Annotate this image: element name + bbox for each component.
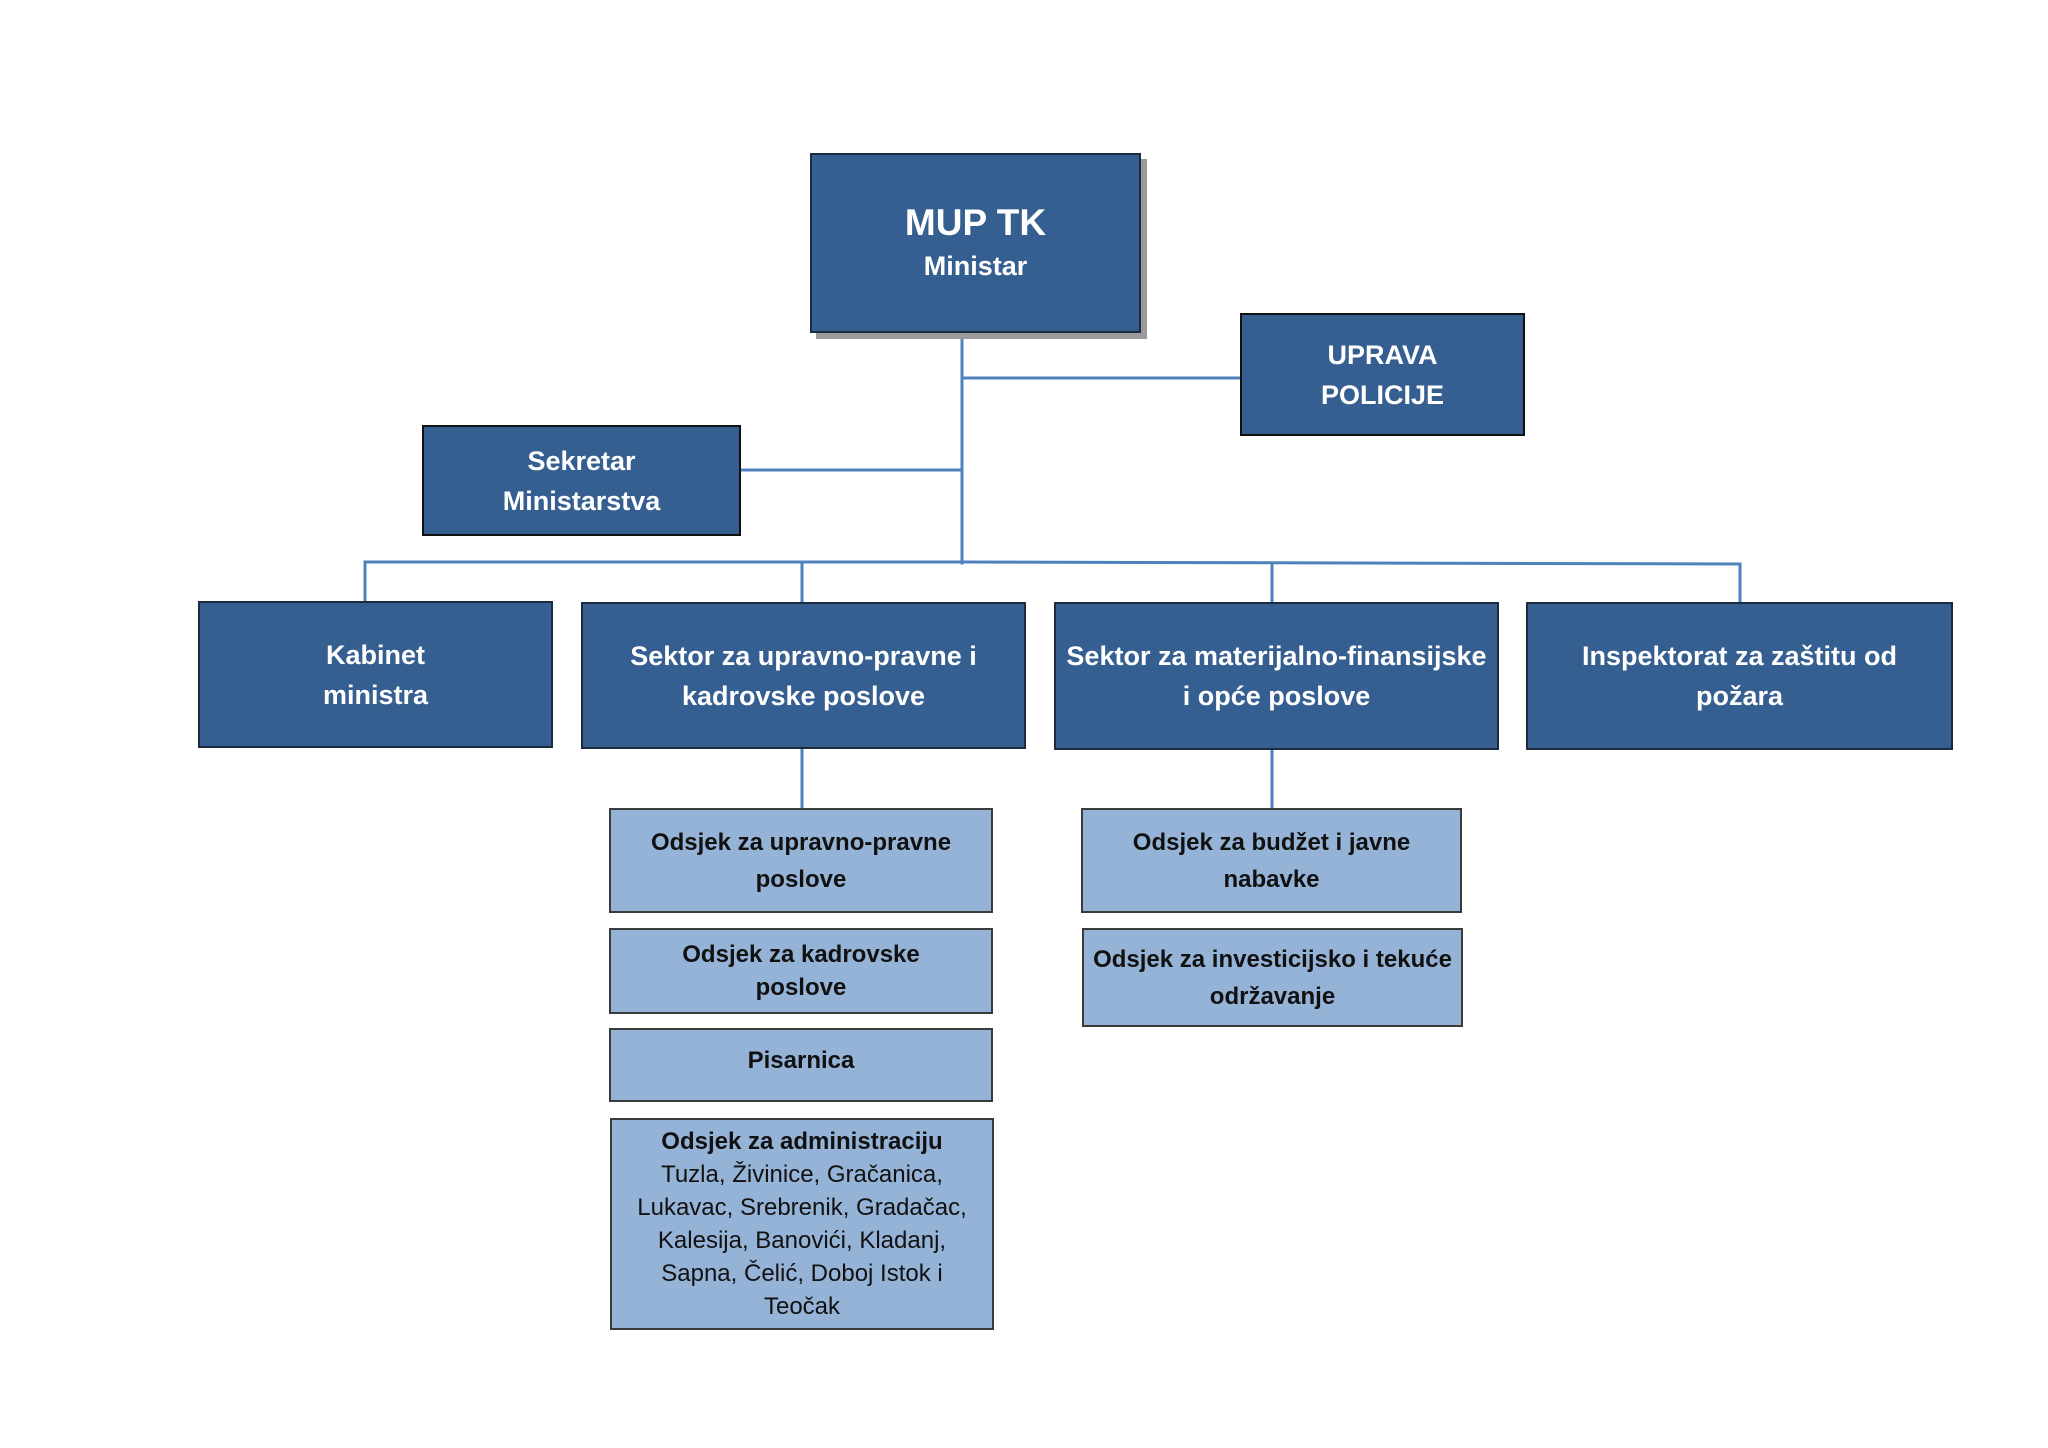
finance-sector-line-2: i opće poslove: [1182, 681, 1371, 711]
personnel-unit-box: Odsjek za kadrovske poslove: [609, 928, 993, 1014]
maintenance-line-2: održavanje: [1209, 982, 1336, 1010]
finance-sector-line-1: Sektor za materijalno-finansijske: [1066, 641, 1487, 671]
inspectorate-line-2: požara: [1695, 681, 1784, 711]
budget-procurement-unit-box: Odsjek za budžet i javne nabavke: [1081, 808, 1462, 913]
legal-affairs-line-1: Odsjek za upravno-pravne: [650, 828, 952, 856]
administration-municipalities-line-4: Sapna, Čelić, Doboj Istok i: [661, 1260, 943, 1287]
police-administration-box: UPRAVA POLICIJE: [1240, 313, 1525, 436]
budget-line-1: Odsjek za budžet i javne: [1132, 828, 1411, 856]
legal-sector-line-1: Sektor za upravno-pravne i: [630, 640, 977, 671]
administration-unit-box: Odsjek za administraciju Tuzla, Živinice…: [610, 1118, 994, 1330]
maintenance-unit-box: Odsjek za investicijsko i tekuće održava…: [1082, 928, 1463, 1027]
personnel-line-2: poslove: [755, 974, 847, 1001]
minister-box: MUP TK Ministar: [810, 153, 1141, 333]
administration-municipalities-line-2: Lukavac, Srebrenik, Gradačac,: [637, 1194, 967, 1221]
minister-subtitle: Ministar: [923, 251, 1028, 281]
secretary-line-2: Ministarstva: [502, 485, 661, 516]
registry-office-box: Pisarnica: [609, 1028, 993, 1102]
sectors-horizontal-line-right: [960, 560, 1742, 566]
police-line-1: UPRAVA: [1327, 339, 1438, 370]
administration-title: Odsjek za administraciju: [661, 1128, 943, 1155]
fire-inspectorate-box: Inspektorat za zaštitu od požara: [1526, 602, 1953, 750]
cabinet-line-2: ministra: [322, 679, 429, 710]
maintenance-line-1: Odsjek za investicijsko i tekuće: [1093, 945, 1452, 973]
administration-municipalities-line-5: Teočak: [763, 1293, 841, 1320]
finance-general-sector-box: Sektor za materijalno-finansijske i opće…: [1054, 602, 1499, 750]
administration-municipalities-line-3: Kalesija, Banovići, Kladanj,: [657, 1227, 947, 1254]
registry-office-label: Pisarnica: [747, 1047, 855, 1074]
legal-sector-line-2: kadrovske poslove: [681, 680, 926, 711]
cabinet-line-1: Kabinet: [325, 639, 425, 670]
legal-personnel-sector-box: Sektor za upravno-pravne i kadrovske pos…: [581, 602, 1026, 749]
budget-line-2: nabavke: [1223, 865, 1320, 893]
minister-title: MUP TK: [904, 202, 1047, 243]
secretary-line-1: Sekretar: [527, 445, 636, 476]
personnel-line-1: Odsjek za kadrovske: [682, 941, 920, 968]
secretary-box: Sekretar Ministarstva: [422, 425, 741, 536]
legal-affairs-line-2: poslove: [755, 865, 847, 893]
administration-municipalities-line-1: Tuzla, Živinice, Gračanica,: [661, 1161, 943, 1188]
legal-affairs-unit-box: Odsjek za upravno-pravne poslove: [609, 808, 993, 913]
inspectorate-line-1: Inspektorat za zaštitu od: [1581, 641, 1898, 671]
police-line-2: POLICIJE: [1320, 379, 1445, 410]
cabinet-box: Kabinet ministra: [198, 601, 553, 748]
